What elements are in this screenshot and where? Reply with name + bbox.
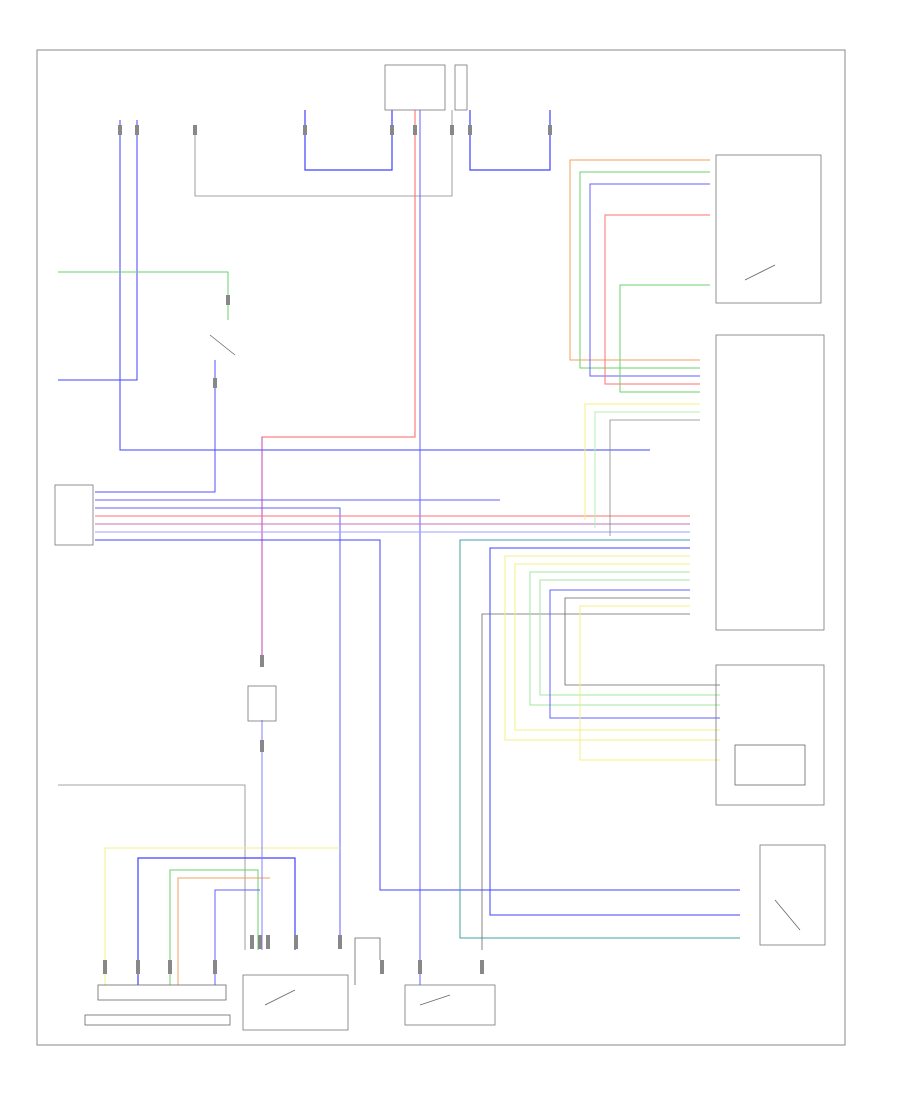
wire-bus-2 <box>95 507 341 940</box>
wire-teal <box>459 539 740 939</box>
wire-green-top <box>58 271 229 320</box>
wire-yellow-3 <box>579 605 720 761</box>
wire-fuse1b-blue <box>58 120 138 381</box>
wire-yellow-2 <box>514 563 720 731</box>
wire-grey-right <box>481 613 690 950</box>
wire-yellow-1 <box>504 555 720 741</box>
wire-yellow-right <box>584 403 700 520</box>
wire-blue-top-right <box>589 183 710 377</box>
wire-green-bottom <box>169 869 259 985</box>
component-left-module <box>54 484 94 546</box>
wire-blue-bottom <box>137 857 296 985</box>
component-top-relay <box>384 64 446 111</box>
wire-lightgreen-1 <box>529 571 720 706</box>
wire-green-mid-right <box>619 284 710 393</box>
component-right-relay <box>715 154 822 304</box>
wire-grey-bottom <box>58 784 246 950</box>
switch-symbol-1 <box>209 334 236 356</box>
component-bottom-switch <box>242 974 349 1031</box>
wires <box>58 110 740 985</box>
component-bottom-left-base <box>84 1014 231 1026</box>
wire-grey-switch <box>354 937 381 985</box>
switch-symbol-3 <box>419 994 451 1006</box>
wire-blue-right <box>489 547 740 916</box>
component-bottom-left-block <box>97 984 227 1001</box>
wire-blue-mid <box>549 589 720 719</box>
wire-grey-right2 <box>609 419 700 536</box>
wire-grey-fusebox <box>194 110 453 197</box>
wire-bus-6 <box>95 539 740 891</box>
wire-blue-relay <box>469 110 551 171</box>
wire-blue-fusebox <box>304 110 393 171</box>
switch-symbol-2 <box>264 989 296 1006</box>
wire-grey-mid <box>564 597 720 686</box>
wire-yellow-bottom <box>104 847 340 985</box>
wire-green-lower <box>95 360 216 493</box>
component-top-relay-2 <box>454 64 468 111</box>
wire-lightgreen-right <box>594 411 700 528</box>
switch-symbol-5 <box>744 264 776 281</box>
wire-blue-bottom2 <box>214 889 260 985</box>
wire-lightgreen-2 <box>539 579 720 696</box>
wire-red-top-right <box>604 214 710 385</box>
component-mid-module <box>715 664 825 806</box>
component-control-module <box>715 334 825 631</box>
component-bottom-right-switch <box>404 984 496 1026</box>
wire-orange-bottom <box>177 877 270 985</box>
wire-red-main <box>261 110 416 665</box>
wire-green-top-right <box>579 171 710 369</box>
component-center-small <box>247 685 277 722</box>
wire-orange-top <box>569 159 710 361</box>
diagram-frame <box>36 49 846 1046</box>
components <box>54 64 826 1031</box>
component-mid-module-inner <box>734 744 806 786</box>
component-lower-switch <box>759 844 826 946</box>
wire-fuse1-blue <box>119 120 650 451</box>
connector-ticks <box>103 125 552 974</box>
switch-symbol-4 <box>774 899 801 931</box>
